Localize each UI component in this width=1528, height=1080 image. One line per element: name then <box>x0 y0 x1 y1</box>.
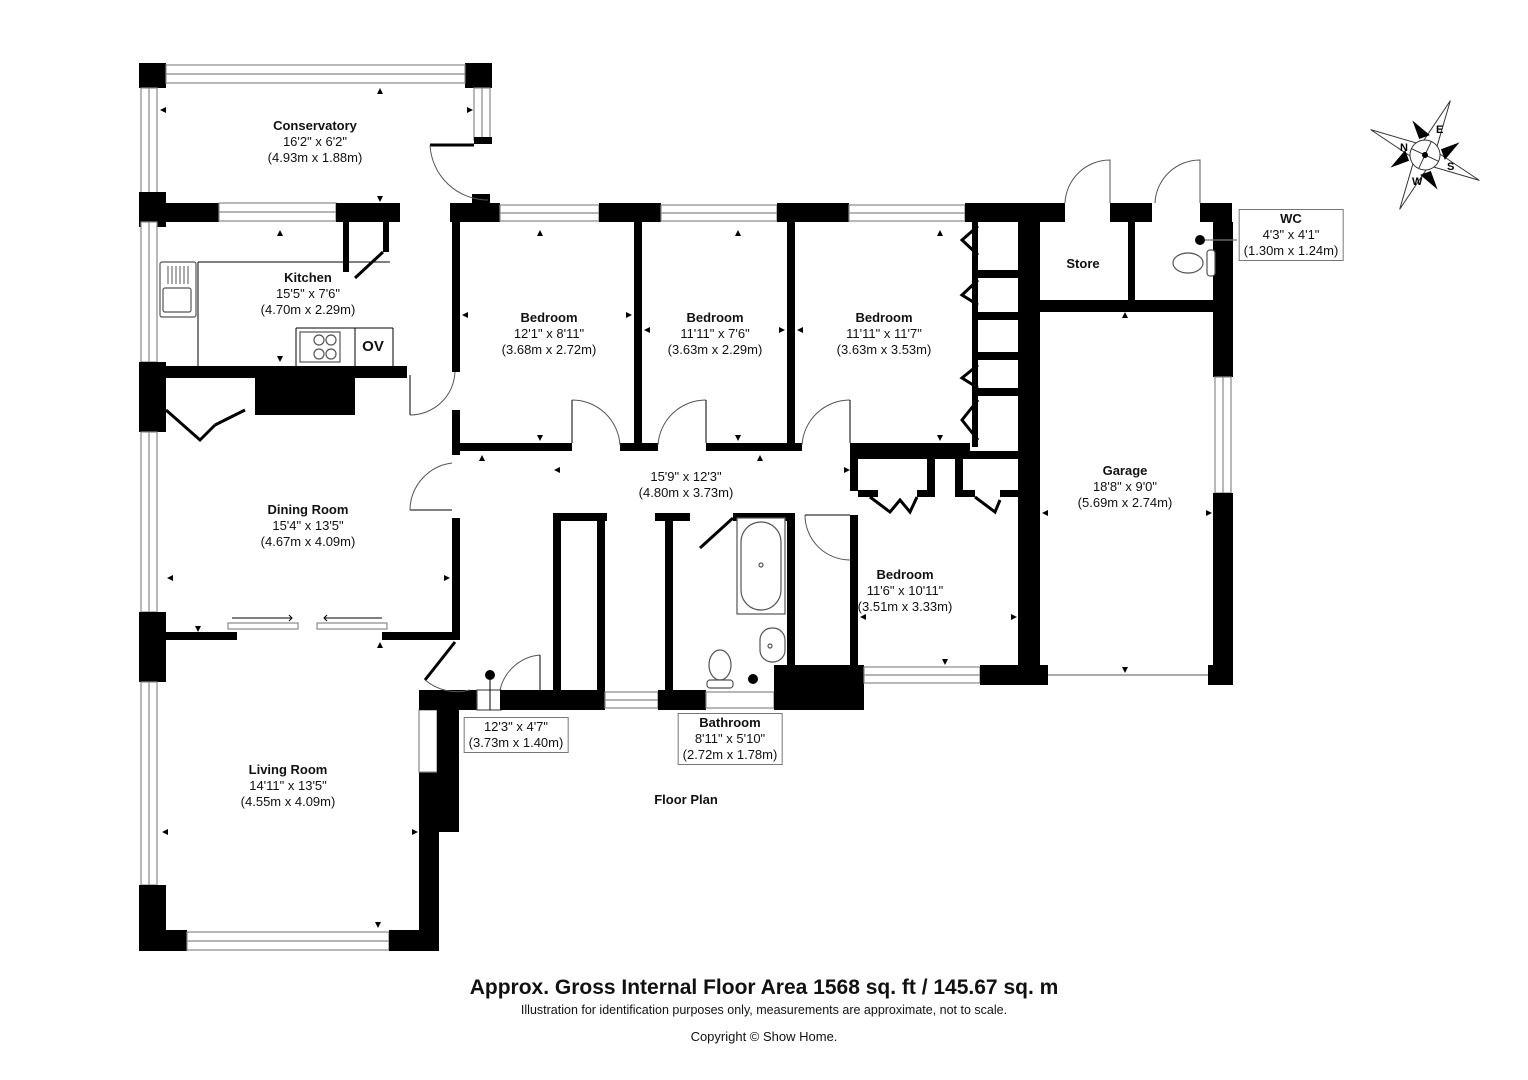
room-label-living-room: Living Room 14'11" x 13'5" (4.55m x 4.09… <box>241 762 336 810</box>
room-label-conservatory: Conservatory 16'2" x 6'2" (4.93m x 1.88m… <box>268 118 363 166</box>
measurement-arrows <box>160 88 1212 928</box>
room-label-bedroom-1: Bedroom 12'1" x 8'11" (3.68m x 2.72m) <box>502 310 597 358</box>
room-size-metric: (4.55m x 4.09m) <box>240 794 336 809</box>
room-size-imperial: 11'11" x 11'7" <box>846 326 922 341</box>
room-size-imperial: 11'11" x 7'6" <box>680 326 750 341</box>
room-size-imperial: 18'8" x 9'0" <box>1092 479 1158 494</box>
hob-icon <box>299 331 341 363</box>
room-label-garage: Garage 18'8" x 9'0" (5.69m x 2.74m) <box>1078 463 1173 511</box>
room-size-imperial: 14'11" x 13'5" <box>249 778 327 793</box>
room-size-imperial: 16'2" x 6'2" <box>282 134 348 149</box>
room-size-metric: (5.69m x 2.74m) <box>1077 495 1173 510</box>
room-name: Living Room <box>248 762 328 777</box>
room-name: Conservatory <box>273 118 357 133</box>
stair-step-icon <box>485 670 495 710</box>
room-size-imperial: 15'4" x 13'5" <box>272 518 344 533</box>
bathtub-icon <box>736 517 786 615</box>
plan-caption: Floor Plan <box>654 792 718 807</box>
toilet-icon <box>706 649 758 689</box>
room-label-bedroom-2: Bedroom 11'11" x 7'6" (3.63m x 2.29m) <box>668 310 763 358</box>
room-size-metric: (3.68m x 2.72m) <box>501 342 597 357</box>
oven-label: OV <box>362 338 384 355</box>
room-name: Bedroom <box>686 310 744 325</box>
room-size-metric: (4.67m x 4.09m) <box>260 534 356 549</box>
room-size-metric: (2.72m x 1.78m) <box>682 747 778 762</box>
room-label-bedroom-3: Bedroom 11'11" x 11'7" (3.63m x 3.53m) <box>837 310 932 358</box>
room-label-bathroom: Bathroom 8'11" x 5'10" (2.72m x 1.78m) <box>677 713 783 765</box>
room-name: Kitchen <box>284 270 332 285</box>
room-size-metric: (3.51m x 3.33m) <box>857 599 953 614</box>
room-name: Bedroom <box>520 310 578 325</box>
room-size-metric: (4.70m x 2.29m) <box>260 302 356 317</box>
washbasin-icon <box>759 627 786 663</box>
room-size-imperial: 15'5" x 7'6" <box>275 286 341 301</box>
room-label-kitchen: Kitchen 15'5" x 7'6" (4.70m x 2.29m) <box>261 270 356 318</box>
room-name: Dining Room <box>267 502 349 517</box>
disclaimer-text: Illustration for identification purposes… <box>520 1003 1008 1017</box>
room-size-imperial: 11'6" x 10'11" <box>866 583 944 598</box>
room-size-metric: (3.63m x 2.29m) <box>667 342 763 357</box>
compass-east-label: E <box>1436 124 1443 136</box>
room-size-metric: (3.73m x 1.40m) <box>468 735 564 750</box>
conservatory-walls <box>139 63 500 227</box>
room-label-dining-room: Dining Room 15'4" x 13'5" (4.67m x 4.09m… <box>261 502 356 550</box>
copyright-text: Copyright © Show Home. <box>690 1029 838 1044</box>
room-name: Garage <box>1102 463 1148 478</box>
room-label-porch: 12'3" x 4'7" (3.73m x 1.40m) <box>463 717 569 753</box>
room-name: Bedroom <box>876 567 934 582</box>
room-size-imperial: 4'3" x 4'1" <box>1262 227 1320 242</box>
room-size-imperial: 12'1" x 8'11" <box>513 326 585 341</box>
room-name: Store <box>1066 256 1100 271</box>
room-label-hallway: 15'9" x 12'3" (4.80m x 3.73m) <box>639 469 734 501</box>
room-name: WC <box>1280 211 1302 226</box>
floor-area-title: Approx. Gross Internal Floor Area 1568 s… <box>469 976 1059 999</box>
room-label-store: Store <box>1066 256 1099 272</box>
room-size-metric: (4.93m x 1.88m) <box>267 150 363 165</box>
compass-west-label: W <box>1412 176 1423 188</box>
room-size-imperial: 12'3" x 4'7" <box>483 719 549 734</box>
room-size-metric: (4.80m x 3.73m) <box>638 485 734 500</box>
room-size-metric: (3.63m x 3.53m) <box>836 342 932 357</box>
sink-icon <box>159 261 197 318</box>
compass-north-label: N <box>1400 142 1408 154</box>
room-label-bedroom-4: Bedroom 11'6" x 10'11" (3.51m x 3.33m) <box>858 567 953 615</box>
compass-rose-icon <box>1370 100 1480 210</box>
room-name: Bedroom <box>855 310 913 325</box>
wc-toilet-icon <box>1172 235 1237 277</box>
room-size-imperial: 8'11" x 5'10" <box>694 731 766 746</box>
room-label-wc: WC 4'3" x 4'1" (1.30m x 1.24m) <box>1238 209 1344 261</box>
house-walls <box>139 159 1233 951</box>
room-size-metric: (1.30m x 1.24m) <box>1243 243 1339 258</box>
room-name: Bathroom <box>699 715 761 730</box>
compass-south-label: S <box>1447 161 1454 173</box>
room-size-imperial: 15'9" x 12'3" <box>650 469 722 484</box>
